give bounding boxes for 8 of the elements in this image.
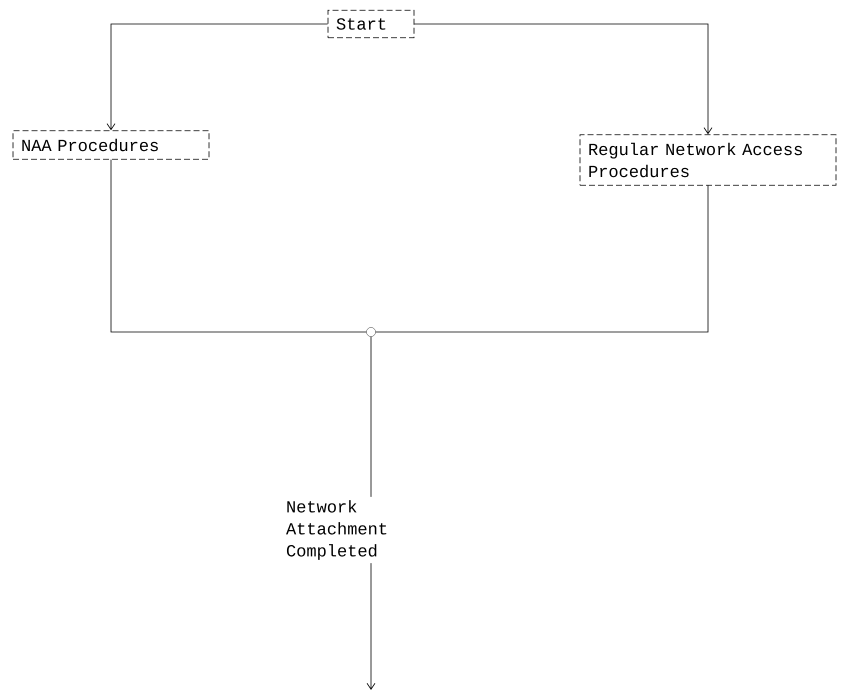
- process-box: Regular Network Access Procedures: [580, 134, 836, 186]
- start-box: Start: [328, 10, 414, 38]
- status-text: Network Attachment Completed: [286, 500, 386, 560]
- junction-circle: [366, 327, 376, 337]
- arrow: [106, 24, 328, 130]
- arrow: [366, 562, 376, 690]
- process-box: NAA Procedures: [12, 130, 210, 160]
- arrow: [414, 24, 712, 134]
